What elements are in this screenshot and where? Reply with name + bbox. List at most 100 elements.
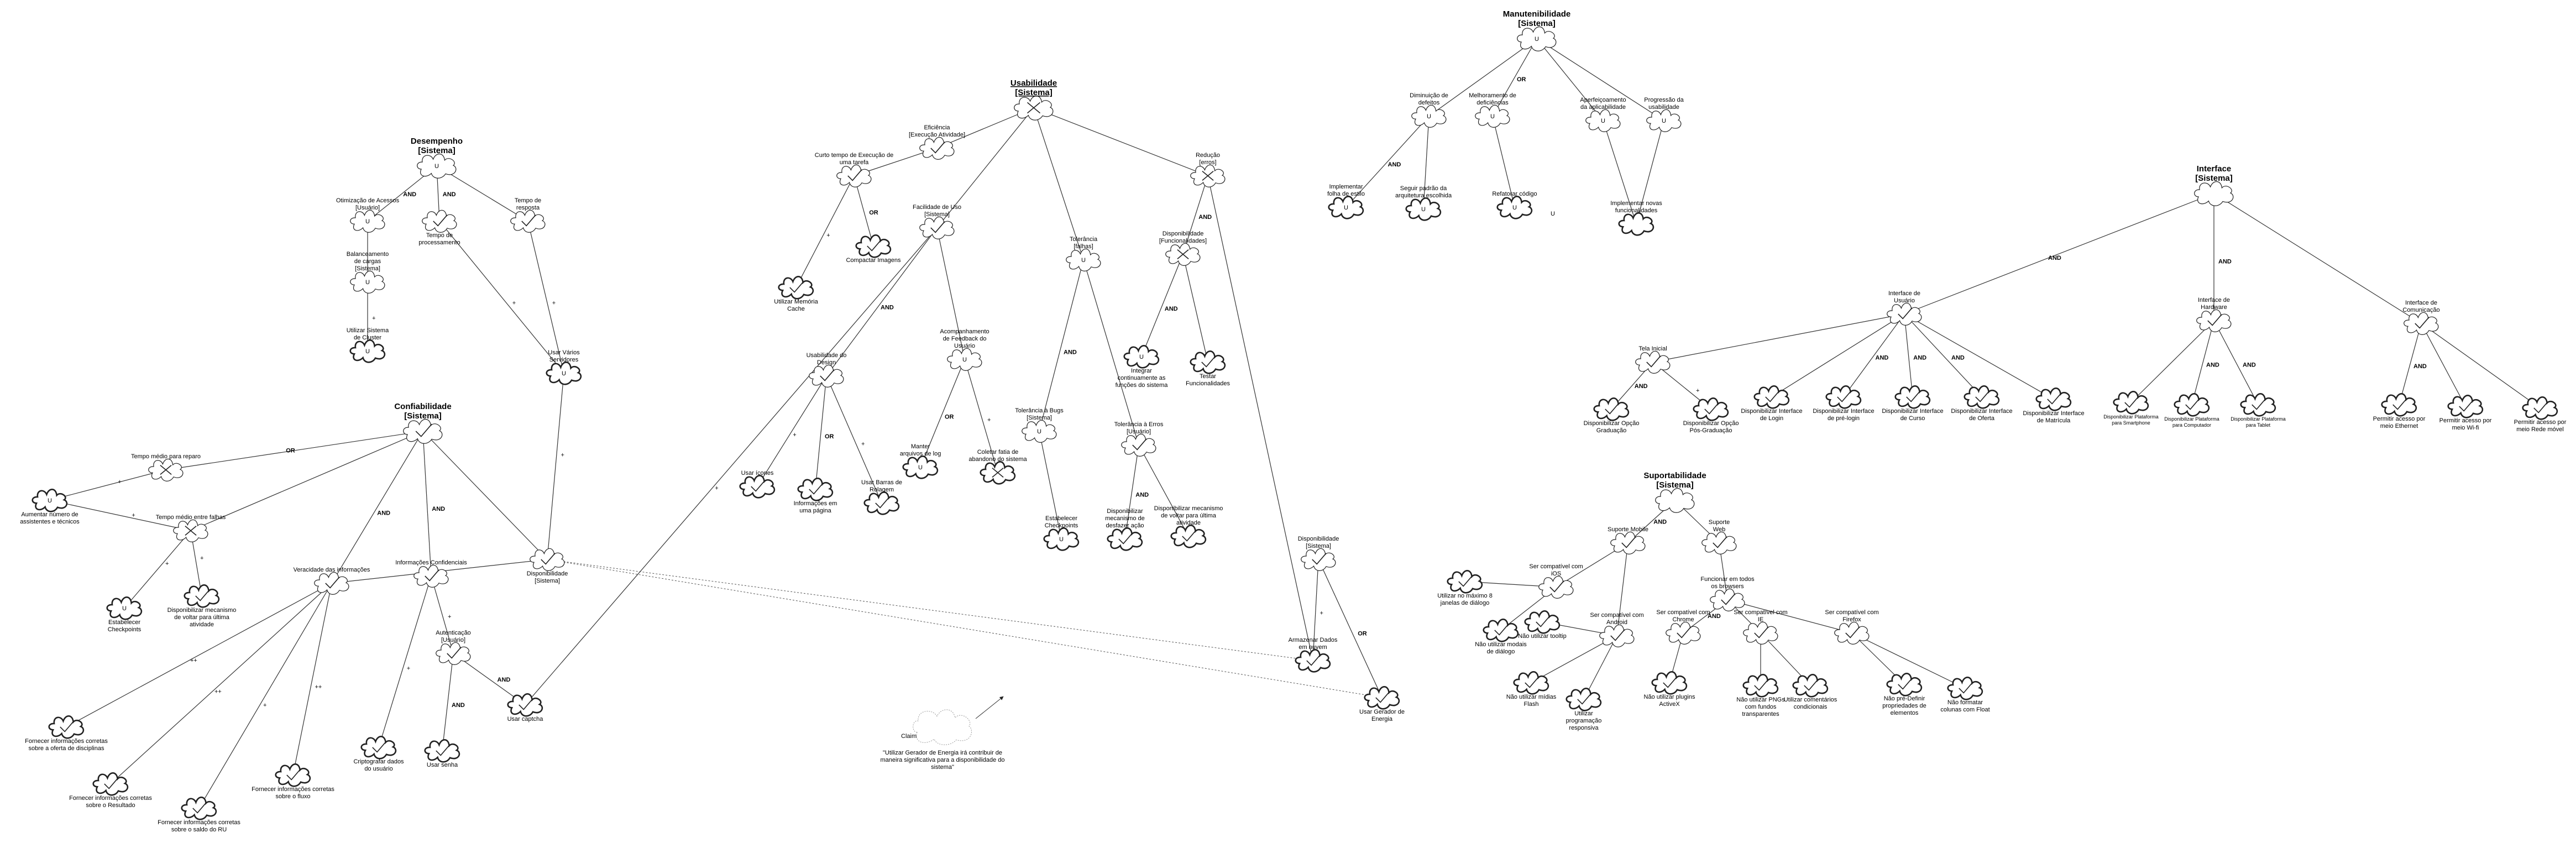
softgoal-node[interactable]: Redução[erros] — [1190, 152, 1226, 187]
operationalization-node[interactable]: Não utilizar tooltip — [1518, 610, 1567, 640]
softgoal-node[interactable]: Suporte Mobile — [1608, 526, 1648, 554]
satisficed-check-icon — [1458, 575, 1473, 587]
softgoal-node[interactable]: Autenticação[Usuário] — [436, 630, 471, 665]
operationalization-node[interactable]: Usar captcha — [507, 693, 544, 722]
softgoal-node[interactable]: Disponibilidade[Sistema] — [1298, 536, 1339, 571]
operationalization-node[interactable]: Usar ícones — [739, 470, 776, 499]
softgoal-node[interactable]: Disponibilidade[Funcionalidades] — [1159, 231, 1207, 266]
softgoal-node[interactable]: Tela Inicial — [1635, 345, 1671, 374]
operationalization-node[interactable]: Usar senha — [424, 739, 460, 768]
softgoal-node[interactable]: Tempo médio para reparo — [131, 453, 201, 481]
softgoal-root[interactable]: Usabilidade[Sistema] — [1010, 78, 1057, 121]
softgoal-node[interactable]: Tempo médio entre falhas — [156, 514, 226, 542]
softgoal-root[interactable]: Interface[Sistema] — [2194, 164, 2234, 206]
softgoal-cloud-icon — [1411, 104, 1447, 128]
softgoal-node[interactable]: Tolerância à Erros[Usuário] — [1114, 421, 1164, 457]
claim-node[interactable]: Claim"Utilizar Gerador de Energia irá co… — [880, 709, 1005, 771]
softgoal-root[interactable]: Confiabilidade[Sistema] — [394, 402, 452, 444]
softgoal-node[interactable]: Disponibilidade[Sistema] — [527, 548, 568, 584]
softgoal-root[interactable]: Suportabilidade[Sistema] — [1643, 471, 1706, 513]
softgoal-node[interactable]: Eficiência[Execução Atividade] — [909, 124, 965, 160]
softgoal-node[interactable]: Veracidade das informações — [294, 567, 370, 595]
softgoal-node[interactable]: Informações Confidenciais — [395, 559, 467, 588]
softgoal-node[interactable]: Facilidade de Uso[Sistema] — [913, 204, 961, 239]
edge-label: + — [200, 555, 203, 562]
operationalization-node[interactable]: Compactar Imagens — [846, 234, 901, 264]
